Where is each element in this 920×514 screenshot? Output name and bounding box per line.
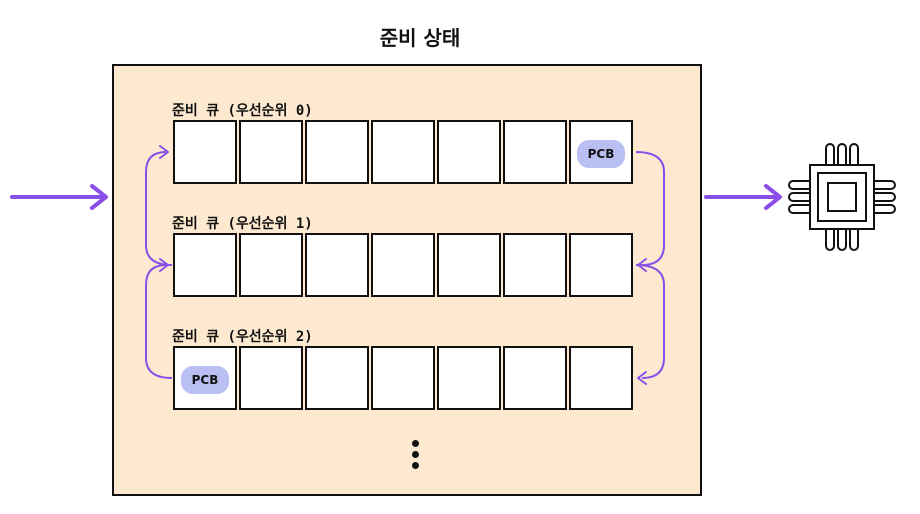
queue-cell [437, 233, 501, 297]
cpu-chip-icon [788, 143, 896, 251]
queue-cell [239, 233, 303, 297]
queue-cell: PCB [173, 346, 237, 410]
promote-arrow-2-to-1 [145, 264, 173, 379]
queue-cell [503, 346, 567, 410]
queue-cell [371, 120, 435, 184]
queue-cell [437, 120, 501, 184]
queue-cell [371, 233, 435, 297]
queue-cell [239, 120, 303, 184]
queue-cell [239, 346, 303, 410]
promote-arrow-1-to-0 [145, 151, 173, 266]
queue-cell [371, 346, 435, 410]
diagram-title: 준비 상태 [379, 26, 461, 50]
queue-cell [569, 233, 633, 297]
queue-cell [173, 233, 237, 297]
demote-arrow-1-to-2 [635, 264, 665, 379]
queue-cell [305, 233, 369, 297]
demote-arrow-0-to-1 [635, 151, 665, 266]
queue-cell: PCB [569, 120, 633, 184]
queue-label-0: 준비 큐 (우선순위 0) [172, 103, 313, 119]
entry-arrow [10, 184, 108, 210]
queue-cell [503, 233, 567, 297]
pcb-badge: PCB [577, 140, 625, 168]
queue-label-2: 준비 큐 (우선순위 2) [172, 329, 313, 345]
pcb-badge: PCB [181, 366, 229, 394]
queue-cell [569, 346, 633, 410]
queue-cell [503, 120, 567, 184]
vertical-ellipsis-icon [412, 440, 419, 473]
queue-label-1: 준비 큐 (우선순위 1) [172, 216, 313, 232]
queue-cell [173, 120, 237, 184]
queue-cell [305, 120, 369, 184]
queue-cell [305, 346, 369, 410]
queue-cell [437, 346, 501, 410]
exit-arrow [704, 184, 782, 210]
